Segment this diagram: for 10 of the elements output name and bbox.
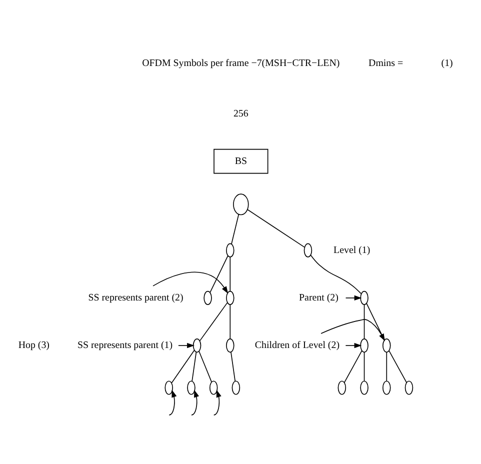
label: OFDM Symbols per frame −7(MSH−CTR−LEN) xyxy=(142,58,340,69)
label: 256 xyxy=(233,108,248,120)
label: Dmins = xyxy=(368,58,404,69)
node-text: SS represents parent (2) xyxy=(88,292,184,304)
node-text: Children of Level (2) xyxy=(254,340,340,352)
label: Hop (3) xyxy=(18,340,50,352)
node-text: SS represents parent (1) xyxy=(77,340,173,352)
label: Level (1) xyxy=(334,244,370,256)
node-text: Parent (2) xyxy=(299,292,338,304)
label: (1) xyxy=(441,58,453,69)
